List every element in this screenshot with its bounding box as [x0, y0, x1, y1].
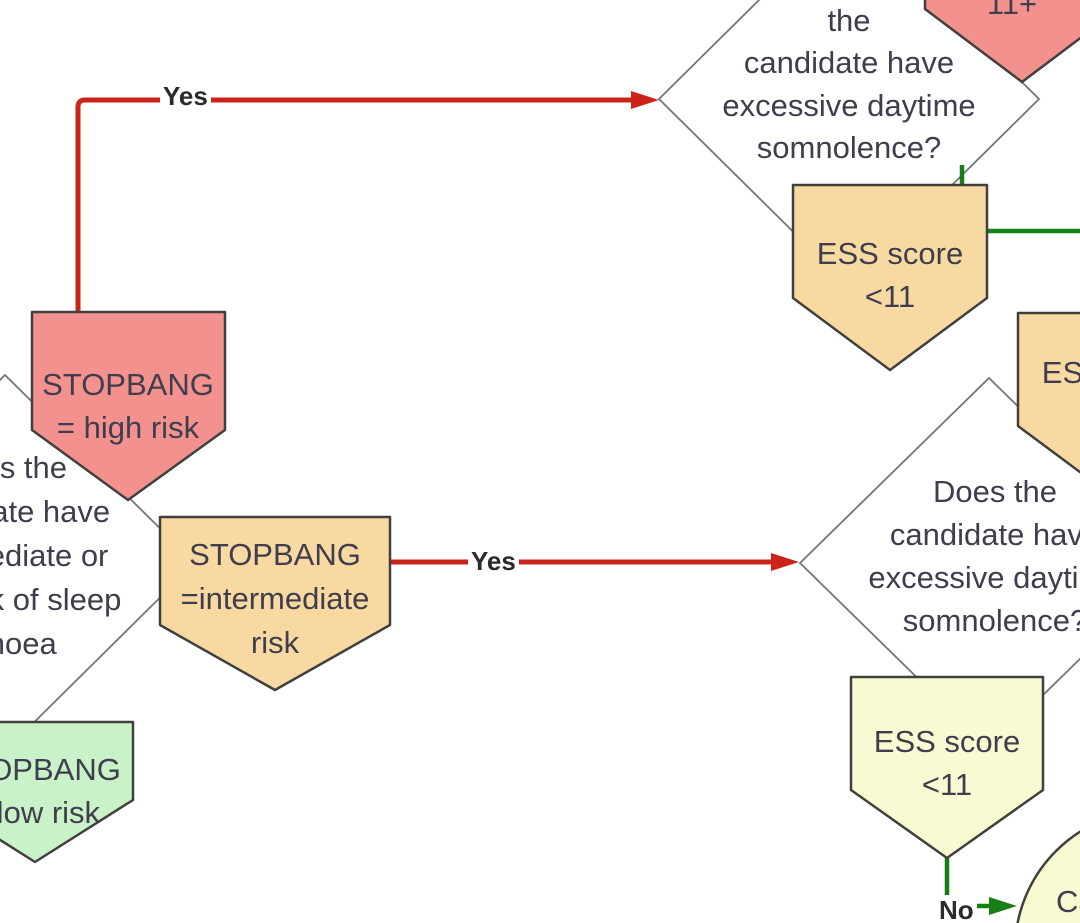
arrowhead-no-bottom: [989, 897, 1017, 915]
node-terminal-circle: [1016, 830, 1080, 923]
node-ess-score-right-edge: [1016, 311, 1080, 474]
arrowhead-yes-top: [631, 91, 659, 109]
edge-label-yes-top: Yes: [160, 81, 211, 112]
node-ess-score-below-top-diamond: [791, 183, 989, 372]
edge-label-yes-middle: Yes: [468, 546, 519, 577]
node-ess-score-below-right-diamond: [849, 675, 1045, 860]
node-ess-score-11plus: [923, 0, 1080, 84]
connector-yes-top: [75, 97, 631, 312]
terminal-circle-text: Ca: [1056, 884, 1080, 919]
arrowhead-yes-middle: [771, 553, 799, 571]
node-stopbang-high-risk: [30, 310, 227, 502]
node-stopbang-low-risk: [0, 720, 135, 864]
node-stopbang-intermediate-risk: [158, 515, 392, 692]
edge-label-no-bottom: No: [936, 895, 977, 923]
